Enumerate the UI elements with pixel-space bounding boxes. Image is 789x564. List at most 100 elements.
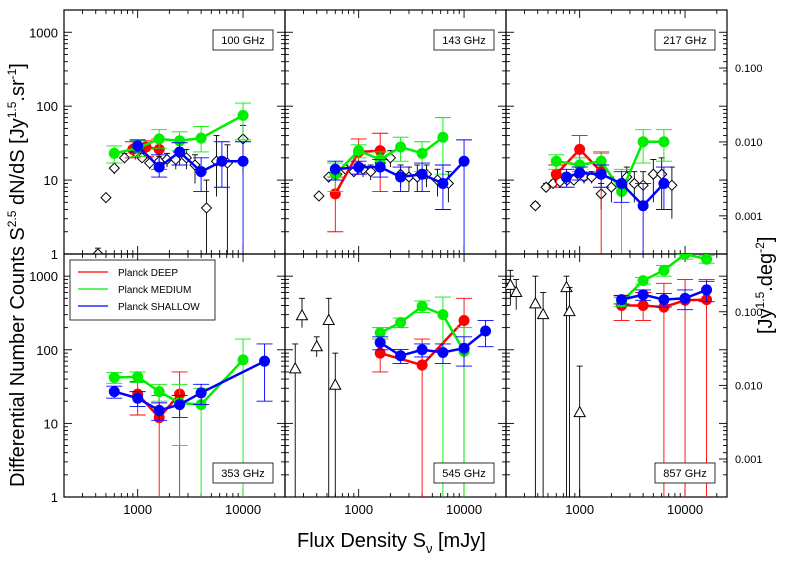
deep-point (374, 347, 386, 359)
frequency-label: 143 GHz (442, 35, 485, 47)
triangle-marker (295, 308, 309, 321)
diamond-marker (605, 181, 618, 193)
y-tick-label: 10 (44, 416, 58, 431)
triangle-marker (573, 405, 587, 418)
y-tick-label: 1000 (29, 269, 58, 284)
shallow-point (395, 171, 407, 183)
panel-data (506, 254, 715, 497)
panel-4: 1 10 100 1000 1000 10000 353 GHz (29, 253, 286, 517)
medium-point (395, 141, 407, 153)
medium-point (550, 155, 562, 167)
legend-label: Planck MEDIUM (118, 285, 191, 296)
panel-5: 1000 10000 545 GHz (284, 253, 507, 517)
y-right-tick-label: 0.010 (735, 380, 763, 392)
medium-point (637, 275, 649, 287)
y-right-tick-label: 0.010 (735, 137, 763, 149)
deep-point (153, 143, 165, 155)
triangle-marker (529, 296, 542, 309)
y-tick-label: 1 (51, 247, 58, 262)
deep-point (550, 168, 562, 180)
shallow-point (637, 200, 649, 212)
x-tick-label: 10000 (667, 502, 703, 517)
triangle-marker (536, 307, 550, 320)
diamond-marker (100, 191, 112, 204)
deep-point (458, 314, 470, 326)
shallow-point (679, 292, 691, 304)
medium-point (437, 131, 449, 143)
deep-point (416, 359, 428, 371)
panel-data (529, 129, 678, 254)
medium-point (195, 132, 207, 144)
medium-point (701, 254, 713, 265)
panel-frame (284, 253, 507, 498)
panel-data (106, 338, 273, 497)
shallow-point (658, 294, 670, 306)
shallow-point (353, 161, 365, 173)
x-tick-label: 1000 (123, 502, 152, 517)
frequency-label-box (433, 462, 495, 484)
panel-data (92, 102, 252, 254)
medium-point (679, 254, 691, 260)
shallow-point (595, 168, 607, 180)
shallow-point (195, 166, 207, 178)
shallow-point (374, 161, 386, 173)
medium-point (108, 372, 120, 384)
y-axis-right-title: [Jy1.5.deg-2] (753, 237, 777, 334)
frequency-label-box (212, 29, 274, 51)
medium-point (237, 354, 249, 366)
diamond-marker (647, 168, 660, 180)
y-tick-label: 100 (36, 343, 58, 358)
panel-6: 1000 10000 0.001 0.010 0.100 857 GHz (505, 253, 763, 517)
shallow-point (153, 161, 165, 173)
frequency-label: 545 GHz (442, 468, 485, 480)
diamond-marker (529, 200, 542, 212)
y-right-tick-label: 0.100 (735, 307, 763, 319)
triangle-marker (328, 378, 342, 390)
medium-point (574, 159, 586, 171)
shallow-point (560, 171, 572, 183)
deep-point (574, 143, 586, 155)
panel-data (288, 296, 494, 497)
x-tick-label: 1000 (565, 502, 594, 517)
shallow-point (174, 399, 186, 411)
medium-point (637, 136, 649, 148)
x-tick-label: 10000 (225, 502, 261, 517)
shallow-point (174, 146, 186, 158)
shallow-point (237, 155, 249, 167)
frequency-label: 217 GHz (663, 35, 706, 47)
medium-point (153, 386, 165, 398)
shallow-point (637, 289, 649, 301)
frequency-label: 857 GHz (663, 468, 706, 480)
x-tick-label: 10000 (446, 502, 482, 517)
frequency-label: 353 GHz (221, 468, 264, 480)
x-axis-title: Flux Density Sν [mJy] (297, 530, 486, 556)
y-right-tick-label: 0.001 (735, 211, 763, 223)
frequency-label-box (212, 462, 274, 484)
triangle-marker (560, 280, 573, 293)
diamond-marker (200, 202, 213, 214)
shallow-point (458, 342, 470, 354)
medium-point (595, 155, 607, 167)
panel-data (313, 117, 473, 254)
x-tick-label: 1000 (344, 502, 373, 517)
medium-point (174, 135, 186, 147)
shallow-point (701, 284, 713, 296)
medium-point (108, 147, 120, 159)
shallow-point (374, 337, 386, 349)
diamond-marker (92, 248, 104, 254)
medium-point (353, 145, 365, 157)
medium-point (395, 316, 407, 328)
y-right-tick-label: 0.001 (735, 454, 763, 466)
medium-point (437, 309, 449, 321)
medium-point (416, 147, 428, 159)
shallow-point (395, 350, 407, 362)
shallow-point (437, 177, 449, 189)
triangle-marker (509, 285, 523, 297)
shallow-point (259, 355, 271, 367)
shallow-point (574, 167, 586, 179)
shallow-point (108, 386, 120, 398)
y-tick-label: 1 (51, 490, 58, 505)
